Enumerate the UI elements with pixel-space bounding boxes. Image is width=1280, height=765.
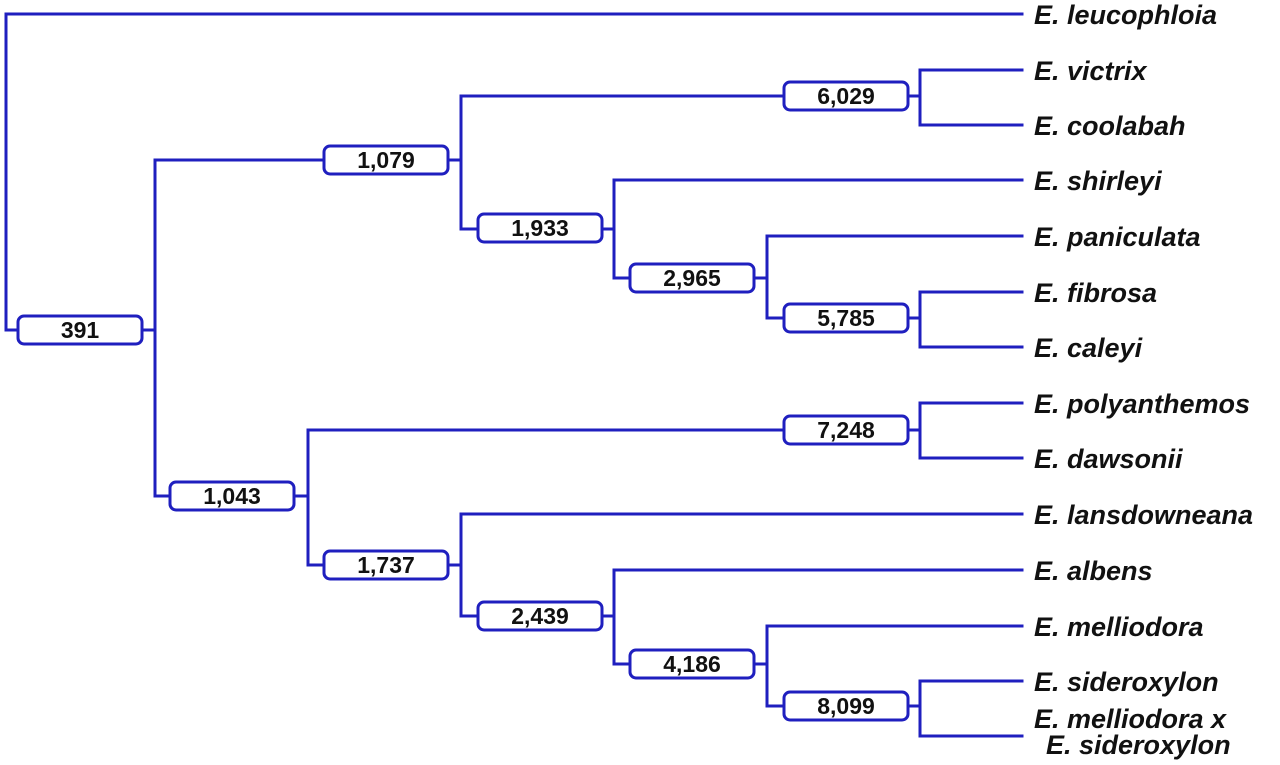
leaf-label-shirleyi: E. shirleyi <box>1034 166 1162 196</box>
node-1043: 1,043 <box>168 480 296 512</box>
node-1079: 1,079 <box>322 144 450 176</box>
node-1737: 1,737 <box>322 549 450 581</box>
branch-n8099 <box>906 679 1024 738</box>
node-2965: 2,965 <box>628 262 756 294</box>
node-value-8099: 8,099 <box>817 693 875 719</box>
leaf-label-fibrosa: E. fibrosa <box>1034 278 1157 308</box>
leaf-label-albens: E. albens <box>1034 556 1153 586</box>
node-value-1933: 1,933 <box>511 215 569 241</box>
branch-n1043 <box>293 428 786 567</box>
branch-n2965 <box>753 234 1024 320</box>
leaf-label-leucophloia: E. leucophloia <box>1034 0 1217 30</box>
branch-n1079 <box>446 94 786 231</box>
node-value-7248: 7,248 <box>817 417 875 443</box>
node-1933: 1,933 <box>476 212 604 244</box>
node-value-2965: 2,965 <box>663 265 721 291</box>
branch-n4186 <box>753 624 1024 708</box>
leaf-label-coolabah: E. coolabah <box>1034 111 1186 141</box>
leaf-label-hybrid-line1: E. melliodora x <box>1034 704 1227 734</box>
node-5785: 5,785 <box>782 302 910 334</box>
node-6029: 6,029 <box>782 80 910 112</box>
branch-root <box>4 12 1024 332</box>
leaf-label-victrix: E. victrix <box>1034 56 1148 86</box>
leaf-labels: E. leucophloia E. victrix E. coolabah E.… <box>1034 0 1253 760</box>
branch-n2439 <box>600 568 1024 666</box>
node-7248: 7,248 <box>782 414 910 446</box>
leaf-label-dawsonii: E. dawsonii <box>1034 444 1183 474</box>
node-2439: 2,439 <box>476 600 604 632</box>
branch-n391 <box>153 158 326 498</box>
branch-n1737 <box>446 512 1024 618</box>
node-391: 391 <box>16 314 144 346</box>
node-4186: 4,186 <box>628 648 756 680</box>
node-value-6029: 6,029 <box>817 83 875 109</box>
node-value-1043: 1,043 <box>203 483 261 509</box>
leaf-label-caleyi: E. caleyi <box>1034 333 1143 363</box>
branch-n7248 <box>906 401 1024 460</box>
branch-n6029 <box>906 68 1024 127</box>
node-8099: 8,099 <box>782 690 910 722</box>
leaf-label-sideroxylon: E. sideroxylon <box>1034 667 1219 697</box>
leaf-label-paniculata: E. paniculata <box>1034 222 1201 252</box>
tree-branches <box>4 12 1024 738</box>
node-value-2439: 2,439 <box>511 603 569 629</box>
branch-n1933 <box>600 178 1024 280</box>
leaf-label-hybrid-line2: E. sideroxylon <box>1046 730 1231 760</box>
node-value-1079: 1,079 <box>357 147 415 173</box>
node-value-391: 391 <box>61 317 100 343</box>
node-value-1737: 1,737 <box>357 552 415 578</box>
node-value-4186: 4,186 <box>663 651 721 677</box>
node-boxes: 391 1,079 6,029 1,933 2,965 5,785 <box>16 80 910 722</box>
leaf-label-polyanthemos: E. polyanthemos <box>1034 389 1250 419</box>
node-value-5785: 5,785 <box>817 305 875 331</box>
leaf-label-melliodora: E. melliodora <box>1034 612 1204 642</box>
leaf-label-lansdowneana: E. lansdowneana <box>1034 500 1253 530</box>
branch-n5785 <box>906 290 1024 349</box>
